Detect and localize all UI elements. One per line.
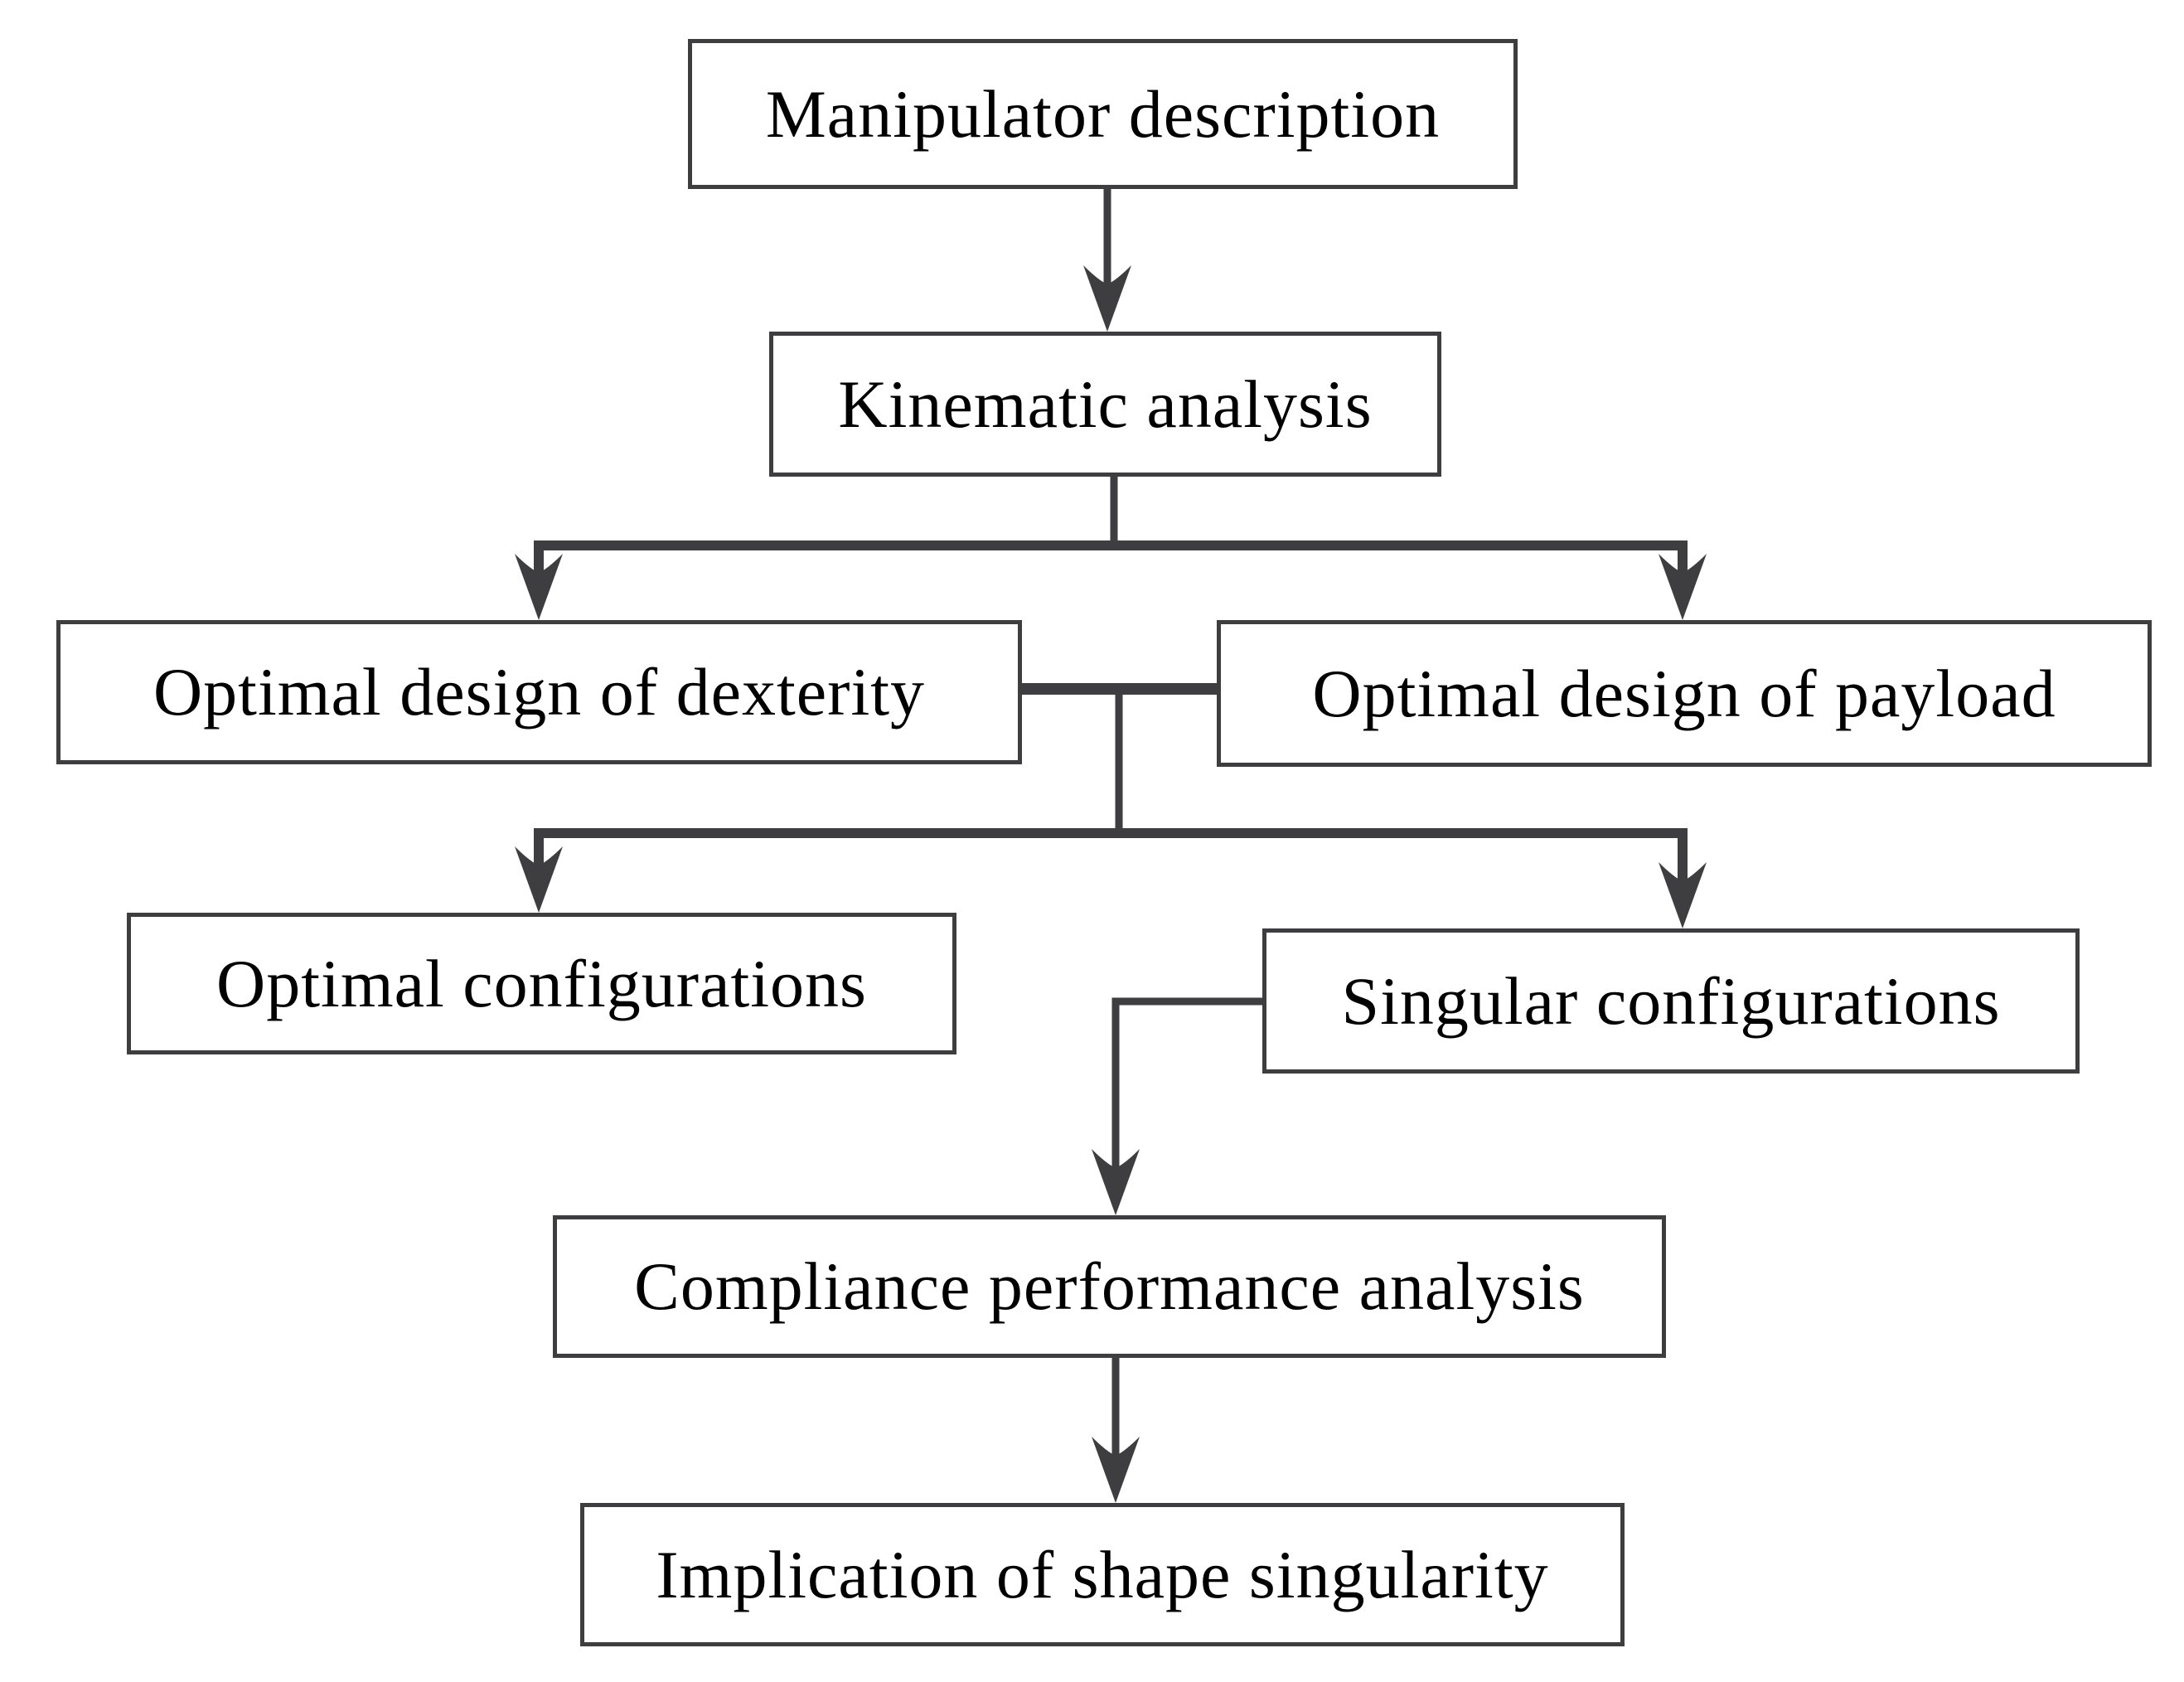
node-compliance-performance-analysis-label: Compliance performance analysis xyxy=(634,1248,1585,1324)
node-manipulator-description: Manipulator description xyxy=(688,39,1518,189)
node-singular-configurations: Singular configurations xyxy=(1262,928,2080,1074)
arrowhead xyxy=(1659,862,1707,928)
arrowhead xyxy=(1659,554,1707,620)
node-kinematic-analysis-label: Kinematic analysis xyxy=(838,366,1373,442)
node-optimal-design-of-payload: Optimal design of payload xyxy=(1217,620,2152,767)
node-implication-of-shape-singularity-label: Implication of shape singularity xyxy=(656,1536,1549,1612)
node-optimal-configurations: Optimal configurations xyxy=(127,913,956,1054)
edge-branch-bar-2 xyxy=(534,828,1688,881)
arrowhead xyxy=(515,554,563,620)
arrowhead xyxy=(1092,1149,1140,1215)
node-optimal-configurations-label: Optimal configurations xyxy=(216,945,867,1021)
edge-singular-to-compliance xyxy=(1111,997,1262,1171)
node-implication-of-shape-singularity: Implication of shape singularity xyxy=(580,1503,1625,1646)
arrowhead xyxy=(1092,1437,1140,1503)
node-kinematic-analysis: Kinematic analysis xyxy=(769,332,1441,477)
node-optimal-design-of-dexterity: Optimal design of dexterity xyxy=(56,620,1022,764)
node-optimal-design-of-dexterity-label: Optimal design of dexterity xyxy=(153,654,926,730)
node-singular-configurations-label: Singular configurations xyxy=(1341,962,2001,1039)
node-optimal-design-of-payload-label: Optimal design of payload xyxy=(1312,655,2056,731)
node-compliance-performance-analysis: Compliance performance analysis xyxy=(553,1215,1666,1358)
arrowhead xyxy=(1083,265,1131,332)
edge-branch-bar-1 xyxy=(534,540,1688,576)
arrowhead xyxy=(515,846,563,913)
node-manipulator-description-label: Manipulator description xyxy=(765,75,1441,152)
